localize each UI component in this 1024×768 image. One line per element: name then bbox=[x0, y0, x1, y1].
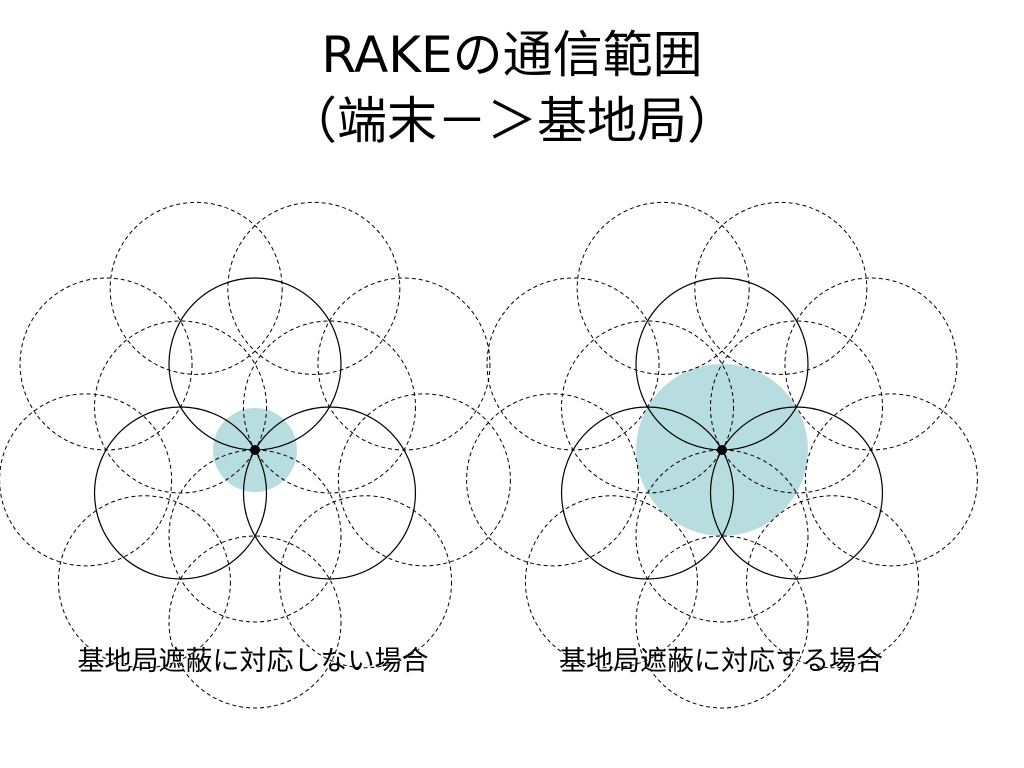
neighbor-cell-circle bbox=[317, 277, 491, 451]
neighbor-cell-circle bbox=[168, 449, 342, 623]
slide-title: RAKEの通信範囲 （端末－＞基地局） bbox=[0, 22, 1024, 154]
neighbor-cell-circle bbox=[168, 535, 342, 709]
panel-no-shielding bbox=[0, 201, 511, 709]
title-line-2: （端末－＞基地局） bbox=[287, 92, 737, 150]
serving-cell-circle bbox=[709, 406, 884, 580]
panel-with-shielding bbox=[466, 201, 978, 709]
serving-cell-circle bbox=[560, 406, 735, 580]
neighbor-cell-circle bbox=[694, 201, 868, 375]
neighbor-cell-circle bbox=[227, 201, 401, 375]
neighbor-cell-circle bbox=[57, 495, 231, 669]
neighbor-cell-circle bbox=[466, 393, 640, 567]
neighbor-cell-circle bbox=[242, 320, 416, 494]
neighbor-cell-circle bbox=[635, 449, 809, 623]
neighbor-cell-circle bbox=[709, 320, 883, 494]
caption-with-shielding: 基地局遮蔽に対応する場合 bbox=[559, 646, 883, 677]
serving-cell-circle bbox=[242, 406, 417, 580]
neighbor-cell-circle bbox=[746, 495, 920, 669]
title-line-1: RAKEの通信範囲 bbox=[321, 26, 703, 84]
terminal-dot bbox=[250, 445, 260, 455]
neighbor-cell-circle bbox=[486, 277, 660, 451]
caption-no-shielding: 基地局遮蔽に対応しない場合 bbox=[77, 646, 429, 677]
neighbor-cell-circle bbox=[0, 393, 173, 567]
neighbor-cell-circle bbox=[94, 320, 268, 494]
serving-cell-circle bbox=[93, 406, 268, 580]
neighbor-cell-circle bbox=[576, 201, 750, 375]
neighbor-cell-circle bbox=[337, 393, 511, 567]
terminal-dot bbox=[717, 445, 727, 455]
neighbor-cell-circle bbox=[784, 277, 958, 451]
neighbor-cell-circle bbox=[635, 535, 809, 709]
neighbor-cell-circle bbox=[524, 495, 698, 669]
neighbor-cell-circle bbox=[19, 277, 193, 451]
neighbor-cell-circle bbox=[804, 393, 978, 567]
neighbor-cell-circle bbox=[279, 495, 453, 669]
neighbor-cell-circle bbox=[109, 201, 283, 375]
neighbor-cell-circle bbox=[561, 320, 735, 494]
